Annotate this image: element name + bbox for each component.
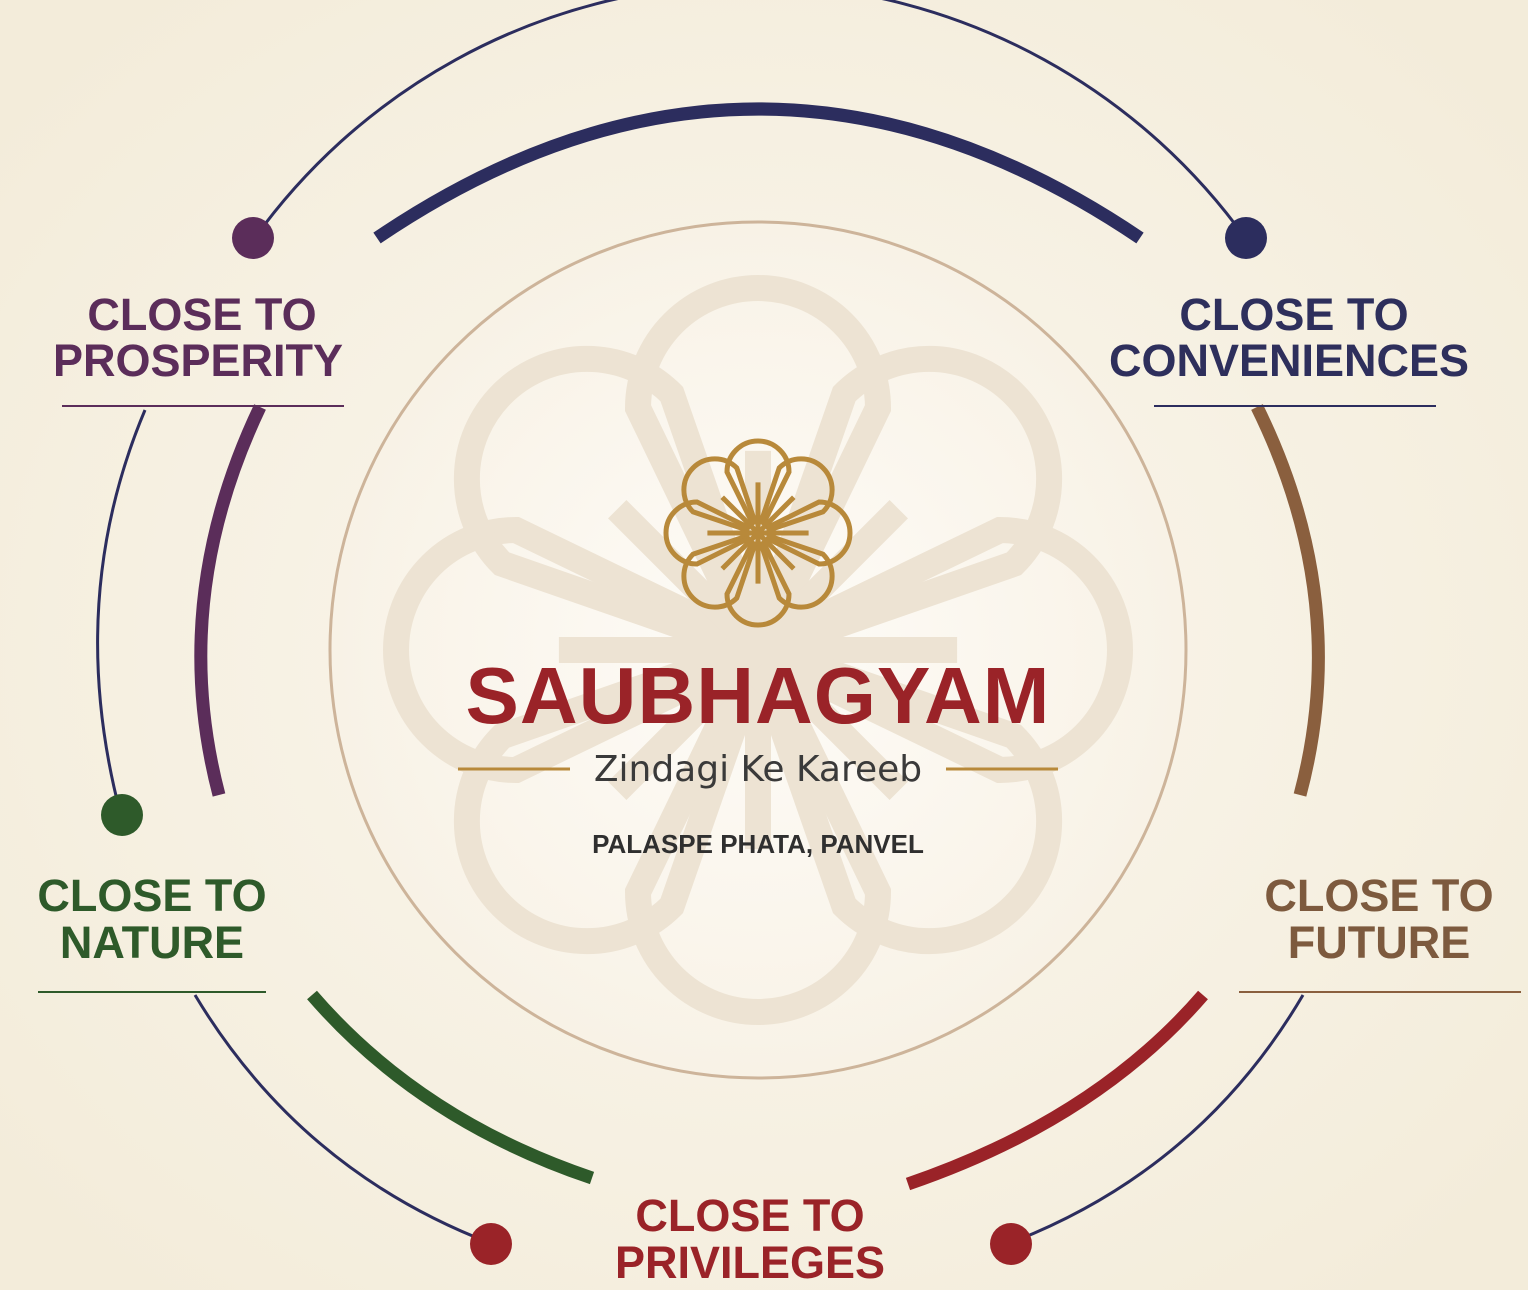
dot-privileges-right	[990, 1223, 1032, 1265]
label-future: CLOSE TO FUTURE	[1264, 870, 1493, 968]
label-nature-line2: NATURE	[60, 917, 244, 968]
flower-petal	[383, 516, 728, 784]
label-nature: CLOSE TO NATURE	[37, 870, 266, 968]
flower-petal	[756, 648, 1062, 954]
arc-privileges	[905, 990, 1208, 1191]
flower-petal	[453, 345, 760, 652]
flower-logo-icon	[663, 438, 853, 628]
flower-petal	[788, 516, 1133, 784]
label-privileges-line2: PRIVILEGES	[615, 1237, 885, 1288]
flower-petal	[681, 456, 758, 533]
dot-nature	[101, 794, 143, 836]
label-privileges-line1: CLOSE TO	[635, 1190, 864, 1241]
outer-arc-bottom-right	[1009, 994, 1305, 1245]
label-nature-line1: CLOSE TO	[37, 870, 266, 921]
arc-nature	[307, 990, 595, 1185]
flower-spoke	[720, 531, 760, 571]
flower-spoke	[720, 495, 760, 535]
label-conveniences-line2: CONVENIENCES	[1109, 335, 1469, 386]
label-future-line2: FUTURE	[1288, 917, 1470, 968]
flower-spoke	[608, 500, 768, 660]
label-conveniences-line1: CLOSE TO	[1179, 289, 1408, 340]
label-conveniences: CLOSE TO CONVENIENCES	[1109, 289, 1469, 386]
label-future-line1: CLOSE TO	[1264, 870, 1493, 921]
outer-arc-top	[252, 0, 1248, 240]
outer-arc-bottom-left	[193, 994, 491, 1245]
arc-future	[1251, 404, 1325, 797]
dot-prosperity	[232, 217, 274, 259]
label-prosperity-line1: CLOSE TO	[87, 289, 316, 340]
flower-spoke	[756, 495, 796, 535]
dot-conveniences	[1225, 217, 1267, 259]
arc-prosperity	[194, 404, 266, 797]
flower-petal	[453, 648, 760, 955]
flower-spoke	[756, 531, 796, 571]
flower-petal	[756, 346, 1062, 652]
dot-privileges-left	[470, 1223, 512, 1265]
arc-conveniences	[373, 102, 1144, 244]
label-prosperity-line2: PROSPERITY	[53, 335, 343, 386]
brand-location: PALASPE PHATA, PANVEL	[592, 829, 924, 859]
flower-spoke	[748, 500, 908, 660]
flower-petal	[624, 680, 892, 1025]
flower-watermark-icon	[383, 275, 1133, 1025]
brand-name: SAUBHAGYAM	[466, 651, 1051, 740]
label-prosperity: CLOSE TO PROSPERITY	[53, 289, 343, 386]
outer-arc-left	[96, 409, 147, 813]
label-privileges: CLOSE TO PRIVILEGES	[615, 1190, 885, 1288]
flower-spoke	[748, 640, 908, 800]
flower-spoke	[608, 640, 768, 800]
brand-tagline: Zindagi Ke Kareeb	[594, 749, 922, 790]
